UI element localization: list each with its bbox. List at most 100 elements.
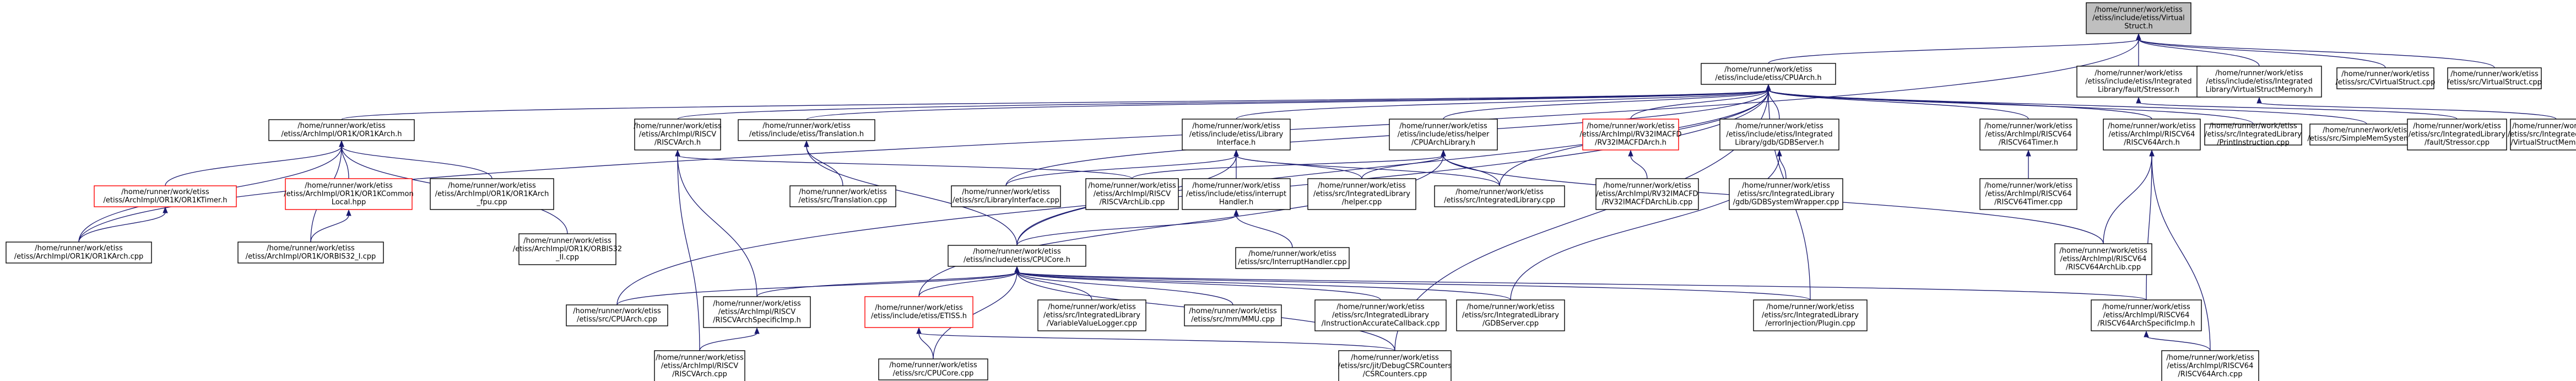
- file-node-label: /home/runner/work/etiss: [962, 188, 1050, 196]
- file-node-label: /home/runner/work/etiss: [2209, 122, 2297, 131]
- file-node[interactable]: /home/runner/work/etiss/etiss/ArchImpl/R…: [1979, 178, 2077, 210]
- file-node-label: /home/runner/work/etiss: [1984, 182, 2072, 190]
- file-node[interactable]: /home/runner/work/etiss/etiss/src/Integr…: [2508, 119, 2576, 151]
- file-node-label: /gdb/GDBSystemWrapper.cpp: [1733, 198, 1839, 207]
- file-node[interactable]: /home/runner/work/etiss/etiss/src/CPUCor…: [878, 358, 988, 380]
- file-node-label: /home/runner/work/etiss: [2323, 126, 2411, 135]
- file-node[interactable]: /home/runner/work/etiss/etiss/include/et…: [1719, 119, 1839, 151]
- file-node[interactable]: /home/runner/work/etiss/etiss/ArchImpl/R…: [1579, 119, 1682, 151]
- edge-n1-n13: [1766, 84, 2029, 120]
- file-node[interactable]: /home/runner/work/etiss/etiss/include/et…: [2196, 66, 2322, 98]
- file-node[interactable]: /home/runner/work/etiss/etiss/src/Integr…: [1753, 299, 1868, 331]
- file-node[interactable]: /home/runner/work/etiss/etiss/ArchImpl/R…: [1595, 178, 1699, 210]
- file-node[interactable]: /home/runner/work/etiss/etiss/ArchImpl/O…: [268, 119, 415, 141]
- file-node[interactable]: /home/runner/work/etiss/etiss/include/et…: [1389, 119, 1498, 151]
- file-node[interactable]: /home/runner/work/etiss/etiss/src/mm/MMU…: [1184, 304, 1282, 326]
- edge-n7-n23: [675, 149, 1133, 179]
- file-node-label: /etiss/include/etiss/CPUArch.h: [1715, 74, 1821, 82]
- file-node[interactable]: /home/runner/work/etiss/etiss/ArchImpl/O…: [237, 242, 384, 264]
- file-node[interactable]: /home/runner/work/etiss/etiss/src/Integr…: [1456, 299, 1565, 331]
- file-node[interactable]: /home/runner/work/etiss/etiss/ArchImpl/R…: [1085, 178, 1179, 210]
- file-node[interactable]: /home/runner/work/etiss/etiss/include/et…: [864, 296, 973, 328]
- file-node-label: Library/gdb/GDBServer.h: [1735, 139, 1824, 147]
- file-node[interactable]: /home/runner/work/etiss/etiss/ArchImpl/R…: [1979, 119, 2077, 151]
- file-node[interactable]: /home/runner/work/etiss/etiss/src/Integr…: [1037, 299, 1146, 331]
- file-node[interactable]: /home/runner/work/etiss/etiss/src/Integr…: [1729, 178, 1843, 210]
- file-node[interactable]: /home/runner/work/etiss/etiss/ArchImpl/O…: [94, 185, 237, 207]
- file-node-label: /etiss/include/etiss/Integrated: [1726, 131, 1832, 139]
- file-node-label: /etiss/src/CPUArch.cpp: [577, 315, 657, 324]
- file-node[interactable]: /home/runner/work/etiss/etiss/src/Integr…: [2407, 119, 2507, 151]
- edge-n7-n46: [675, 149, 700, 351]
- file-node[interactable]: /home/runner/work/etiss/etiss/src/Virtua…: [2447, 67, 2542, 89]
- file-node-label: /RISCV64Arch.cpp: [2178, 371, 2242, 379]
- file-node[interactable]: /home/runner/work/etiss/etiss/include/et…: [1182, 119, 1291, 151]
- file-node[interactable]: /home/runner/work/etiss/etiss/src/Integr…: [2204, 122, 2302, 147]
- file-node[interactable]: /home/runner/work/etiss/etiss/ArchImpl/R…: [2161, 350, 2259, 381]
- file-node[interactable]: /home/runner/work/etiss/etiss/ArchImpl/R…: [654, 350, 745, 381]
- file-node-label: /etiss/src/VirtualStruct.cpp: [2447, 78, 2542, 87]
- file-node-label: /home/runner/work/etiss: [1192, 182, 1280, 190]
- edge-n0-n1: [1768, 33, 2141, 64]
- edge-n25-n35: [1016, 209, 1239, 246]
- file-node-label: /home/runner/work/etiss: [2059, 247, 2147, 255]
- file-node[interactable]: /home/runner/work/etiss/etiss/src/Integr…: [1314, 299, 1447, 331]
- file-node[interactable]: /home/runner/work/etiss/etiss/src/Integr…: [1434, 185, 1565, 207]
- file-node[interactable]: /home/runner/work/etiss/etiss/src/Librar…: [951, 185, 1061, 207]
- edge-n35-n44: [1014, 266, 1811, 300]
- file-node-label: /etiss/src/InterruptHandler.cpp: [1238, 258, 1346, 266]
- file-node[interactable]: /home/runner/work/etiss/etiss/ArchImpl/R…: [2103, 119, 2201, 151]
- edge-n10-n40: [918, 149, 1446, 297]
- file-node-label: /etiss/include/etiss/interrupt: [1186, 190, 1286, 198]
- file-node[interactable]: /home/runner/work/etiss/etiss/include/et…: [2086, 2, 2191, 34]
- file-node-label: /etiss/ArchImpl/RISCV64: [2060, 255, 2147, 264]
- file-node[interactable]: /home/runner/work/etiss/etiss/ArchImpl/O…: [430, 178, 554, 210]
- file-node[interactable]: /home/runner/work/etiss/etiss/ArchImpl/R…: [703, 296, 811, 328]
- file-node-label: /etiss/ArchImpl/OR1K/OR1KArch.h: [281, 130, 402, 138]
- file-node-label: /etiss/src/IntegratedLibrary.cpp: [1444, 196, 1555, 205]
- edge-n11-n29: [1628, 149, 1648, 179]
- file-node[interactable]: /home/runner/work/etiss/etiss/src/CVirtu…: [2336, 67, 2436, 89]
- file-node-label: /home/runner/work/etiss: [656, 354, 744, 362]
- file-node[interactable]: /home/runner/work/etiss/etiss/ArchImpl/R…: [2091, 299, 2202, 331]
- file-node[interactable]: /home/runner/work/etiss/etiss/ArchImpl/O…: [284, 178, 414, 210]
- file-node-label: /home/runner/work/etiss: [1192, 122, 1280, 131]
- file-node-label: Library/VirtualStructMemory.h: [2206, 86, 2313, 94]
- file-node[interactable]: /home/runner/work/etiss/etiss/src/jit/De…: [1338, 350, 1452, 381]
- file-node[interactable]: /home/runner/work/etiss/etiss/src/CPUArc…: [566, 304, 668, 326]
- file-node[interactable]: /home/runner/work/etiss/etiss/src/Transl…: [789, 185, 896, 207]
- edge-n20-n33: [310, 209, 351, 243]
- file-node-label: /etiss/include/etiss/Library: [1189, 131, 1284, 139]
- file-node-label: /home/runner/work/etiss: [1336, 303, 1425, 312]
- file-node[interactable]: /home/runner/work/etiss/etiss/src/Interr…: [1235, 247, 1350, 269]
- file-node[interactable]: /home/runner/work/etiss/etiss/ArchImpl/O…: [513, 233, 622, 265]
- file-node[interactable]: /home/runner/work/etiss/etiss/ArchImpl/R…: [2054, 243, 2152, 275]
- file-node-label: /RISCV64ArchLib.cpp: [2066, 264, 2141, 272]
- file-node[interactable]: /home/runner/work/etiss/etiss/src/Simple…: [2308, 124, 2426, 146]
- file-node-label: /home/runner/work/etiss: [2450, 70, 2539, 78]
- file-node-label: /home/runner/work/etiss: [2102, 303, 2190, 312]
- file-node[interactable]: /home/runner/work/etiss/etiss/ArchImpl/O…: [6, 242, 152, 264]
- edge-n0-n4: [2136, 33, 2386, 68]
- file-node-label: /etiss/include/etiss/Virtual: [2092, 14, 2185, 23]
- file-node-label: /helper.cpp: [1342, 198, 1382, 207]
- file-node-label: /home/runner/work/etiss: [297, 122, 386, 130]
- file-node-label: Interface.h: [1217, 139, 1256, 147]
- file-node[interactable]: /home/runner/work/etiss/etiss/include/et…: [738, 119, 875, 141]
- file-node[interactable]: /home/runner/work/etiss/etiss/include/et…: [2076, 66, 2201, 98]
- file-node-label: /etiss/include/etiss/ETISS.h: [871, 312, 967, 320]
- file-node[interactable]: /home/runner/work/etiss/etiss/include/et…: [1182, 178, 1291, 210]
- file-node-label: /home/runner/work/etiss: [523, 237, 611, 245]
- file-node[interactable]: /home/runner/work/etiss/etiss/include/et…: [1701, 63, 1836, 85]
- file-node-label: /home/runner/work/etiss: [121, 188, 209, 196]
- file-node-label: /home/runner/work/etiss: [1351, 354, 1439, 362]
- file-node-label: /etiss/ArchImpl/RISCV: [718, 308, 795, 316]
- edge-n35-n40: [918, 266, 1020, 297]
- edge-n6-n21: [339, 140, 493, 179]
- file-node-label: /home/runner/work/etiss: [1248, 250, 1336, 258]
- file-node[interactable]: /home/runner/work/etiss/etiss/include/et…: [948, 245, 1086, 267]
- file-node-label: /home/runner/work/etiss: [2166, 354, 2254, 362]
- file-node[interactable]: /home/runner/work/etiss/etiss/src/Integr…: [1307, 178, 1416, 210]
- file-node-label: /CSRCounters.cpp: [1363, 371, 1427, 379]
- file-node[interactable]: /home/runner/work/etiss/etiss/ArchImpl/R…: [634, 119, 722, 151]
